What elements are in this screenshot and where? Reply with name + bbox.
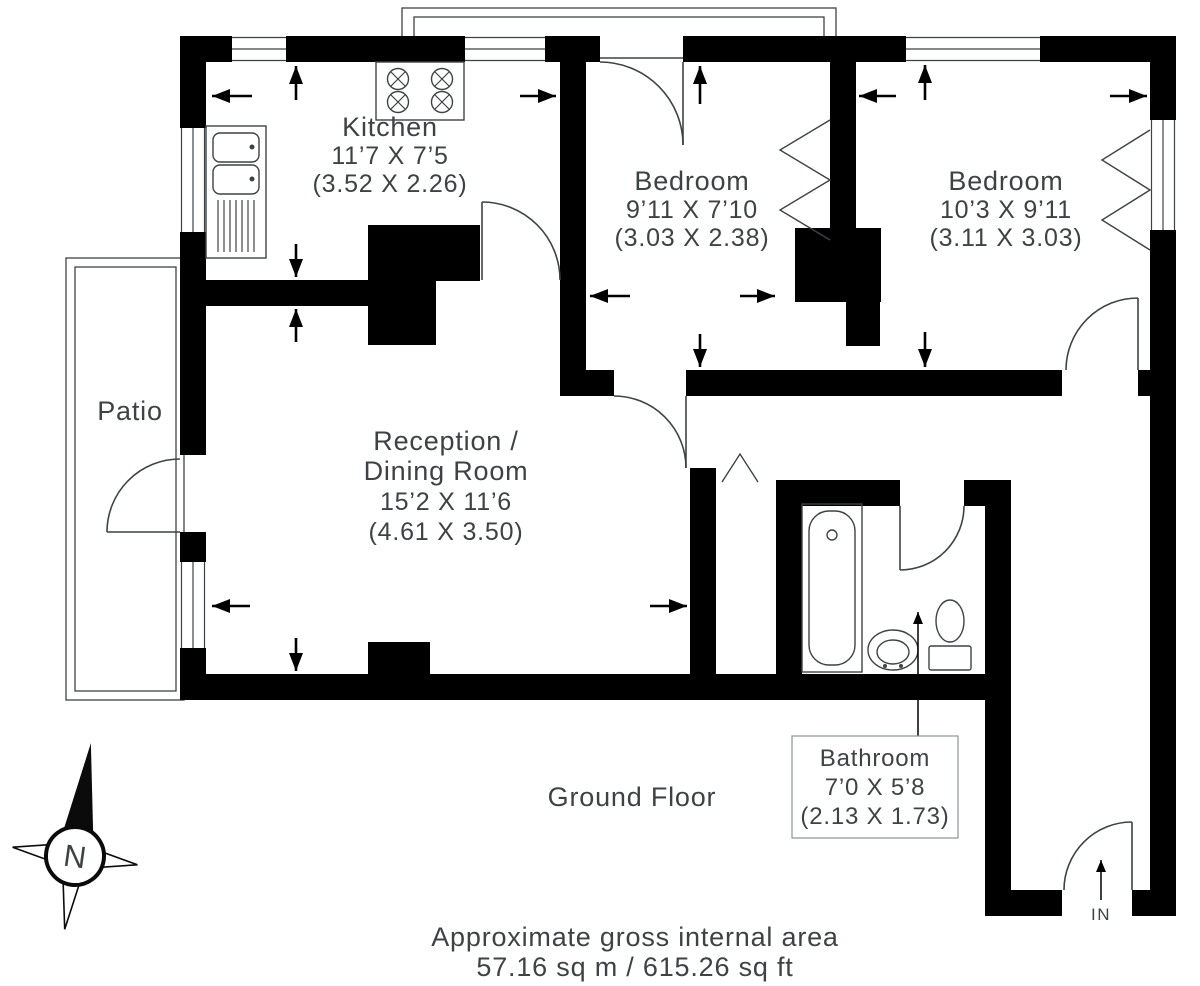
reception-size-metric: (4.61 X 3.50) bbox=[369, 518, 524, 546]
bedroom1-size-metric: (3.03 X 2.38) bbox=[615, 224, 770, 252]
kitchen-size-imperial: 11’7 X 7’5 bbox=[331, 142, 448, 170]
compass-icon: N bbox=[12, 743, 138, 930]
floor-label: Ground Floor bbox=[548, 782, 717, 812]
kitchen-size-metric: (3.52 X 2.26) bbox=[313, 170, 468, 198]
window-icon bbox=[232, 36, 286, 62]
bathroom-callout: Bathroom 7’0 X 5’8 (2.13 X 1.73) bbox=[791, 612, 959, 839]
door-arc-icon bbox=[1063, 821, 1133, 891]
patio-label: Patio bbox=[97, 396, 163, 426]
bedroom2-size-metric: (3.11 X 3.03) bbox=[929, 224, 1082, 252]
window-icon bbox=[906, 36, 1040, 62]
doors bbox=[106, 61, 1139, 891]
bathroom-size-metric: (2.13 X 1.73) bbox=[800, 803, 949, 830]
kitchen-label: Kitchen bbox=[342, 112, 438, 142]
toilet-icon bbox=[928, 599, 972, 671]
basin-icon bbox=[867, 629, 919, 671]
area-summary-line2: 57.16 sq m / 615.26 sq ft bbox=[476, 952, 793, 982]
footer-labels: Ground Floor Approximate gross internal … bbox=[431, 782, 839, 982]
reception-size-imperial: 15’2 X 11’6 bbox=[380, 488, 512, 516]
room-labels: Kitchen 11’7 X 7’5 (3.52 X 2.26) Bedroom… bbox=[97, 112, 1082, 546]
bedroom1-size-imperial: 9’11 X 7’10 bbox=[626, 196, 758, 224]
entrance-marker: IN bbox=[1091, 860, 1111, 924]
door-arc-icon bbox=[1065, 297, 1139, 371]
window-icon bbox=[465, 36, 545, 62]
window-icon bbox=[1150, 120, 1176, 230]
bedroom2-label: Bedroom bbox=[948, 166, 1063, 196]
stove-icon bbox=[375, 61, 465, 121]
wardrobe-icon bbox=[778, 119, 832, 241]
door-arc-icon bbox=[599, 61, 684, 146]
door-arc-icon bbox=[899, 505, 965, 571]
compass-north-label: N bbox=[61, 838, 88, 876]
wardrobe-icon bbox=[1100, 129, 1152, 251]
entrance-label: IN bbox=[1091, 905, 1111, 924]
window-icon bbox=[180, 562, 206, 648]
bathroom-label: Bathroom bbox=[820, 745, 930, 772]
fixtures bbox=[205, 61, 1152, 673]
hall-chevron-icon bbox=[721, 452, 759, 483]
window-icon bbox=[180, 128, 206, 232]
sink-icon bbox=[205, 125, 267, 259]
bathtub-icon bbox=[801, 503, 863, 673]
reception-label-line2: Dining Room bbox=[364, 456, 529, 486]
door-arc-icon bbox=[106, 458, 181, 533]
bedroom2-size-imperial: 10’3 X 9’11 bbox=[940, 196, 1072, 224]
door-arc-icon bbox=[613, 395, 687, 469]
door-arc-icon bbox=[481, 201, 561, 281]
area-summary-line1: Approximate gross internal area bbox=[431, 922, 839, 952]
patio-outline bbox=[65, 257, 185, 701]
bedroom1-label: Bedroom bbox=[634, 166, 749, 196]
dimension-arrows bbox=[212, 65, 1147, 671]
windows bbox=[180, 36, 1176, 648]
reception-label-line1: Reception / bbox=[373, 426, 518, 456]
bathroom-size-imperial: 7’0 X 5’8 bbox=[825, 774, 926, 801]
